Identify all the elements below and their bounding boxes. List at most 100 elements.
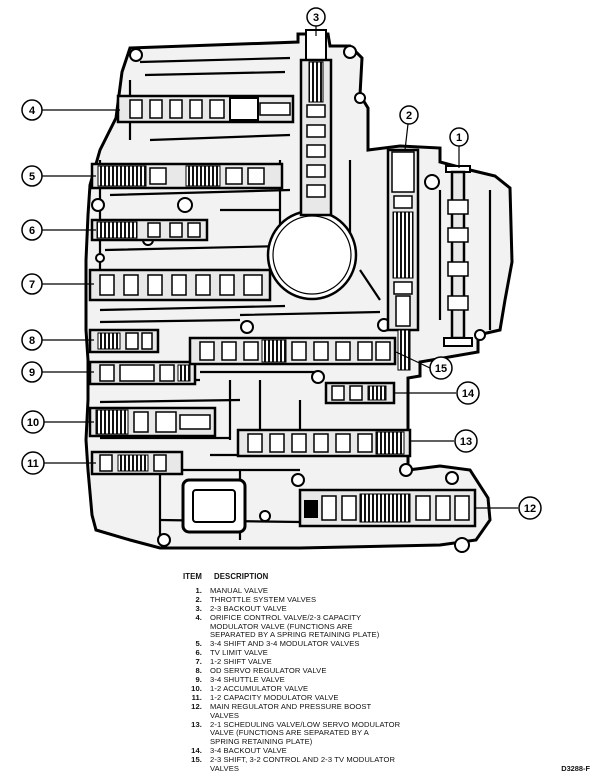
legend-item-number: [183, 623, 210, 632]
svg-text:8: 8: [29, 335, 35, 347]
accumulator-bore: [266, 209, 358, 301]
valve-2-throttle-system: [386, 148, 420, 371]
legend-item-text: THROTTLE SYSTEM VALVES: [210, 594, 317, 604]
callout-6: 6: [21, 219, 43, 241]
legend-item-text: 1-2 CAPACITY MODULATOR VALVE: [210, 692, 339, 702]
legend-row: 10. 1-2 ACCUMULATOR VALVE: [183, 683, 523, 694]
legend-item-text: VALVES: [210, 764, 240, 774]
valve-3-2-3-backout: [299, 29, 333, 217]
legend-item-number: 3.: [195, 603, 202, 613]
svg-text:4: 4: [29, 105, 36, 117]
valve-12-main-regulator: [298, 488, 477, 528]
svg-text:3: 3: [313, 12, 319, 24]
legend-item-number: 7.: [195, 657, 202, 667]
callout-15: 15: [429, 356, 453, 380]
svg-text:5: 5: [29, 171, 35, 183]
valve-10-1-2-accumulator: [88, 406, 217, 438]
legend-item-text: TV LIMIT VALVE: [210, 648, 268, 658]
svg-text:1: 1: [456, 132, 462, 144]
callout-11: 11: [21, 451, 45, 475]
svg-text:10: 10: [27, 417, 39, 429]
legend-row: 15.2-3 SHIFT, 3-2 CONTROL AND 2-3 TV MOD…: [183, 755, 523, 765]
legend-item-number: 6.: [195, 648, 202, 658]
legend-item-number: 4.: [195, 612, 202, 622]
leader-lines: [42, 26, 518, 509]
legend-item-number: 1.: [195, 585, 202, 595]
callout-14: 14: [456, 381, 480, 405]
legend-row: 5. 3-4 SHIFT AND 3-4 MODULATOR VALVES: [183, 639, 523, 649]
legend-row: MODULATOR VALVE (FUNCTIONS ARE: [183, 621, 523, 632]
legend-header-item: ITEM: [183, 572, 203, 581]
filter-port: [181, 478, 247, 534]
svg-text:11: 11: [27, 458, 39, 470]
callout-4: 4: [21, 99, 43, 121]
legend-row: VALVE (FUNCTIONS ARE SEPARATED BY A: [183, 729, 523, 738]
svg-text:7: 7: [29, 279, 35, 291]
callout-9: 9: [21, 361, 43, 383]
legend-row: 14. 3-4 BACKOUT VALVE: [183, 746, 523, 756]
legend-item-number: 12.: [191, 701, 202, 711]
legend-item-text: 2-1 SCHEDULING VALVE/LOW SERVO MODULATOR: [210, 719, 401, 729]
callout-12: 12: [518, 496, 542, 520]
legend-item-number: 14.: [191, 746, 202, 756]
svg-text:2: 2: [406, 110, 412, 122]
legend-row: 6. TV LIMIT VALVE: [183, 648, 523, 658]
valve-9-3-4-shuttle: [88, 360, 197, 386]
bolt-holes: [91, 45, 486, 553]
legend-item-number: [183, 729, 210, 738]
legend-row: 13. 2-1 SCHEDULING VALVE/LOW SERVO MODULA…: [183, 719, 523, 730]
svg-text:12: 12: [524, 503, 536, 515]
valve-1-manual: [443, 165, 473, 347]
legend-row: 9. 3-4 SHUTTLE VALVE: [183, 674, 523, 685]
callout-1: 1: [449, 127, 469, 147]
legend-row: VALVES: [183, 710, 523, 721]
callout-13: 13: [454, 429, 478, 453]
legend-item-text: MAIN REGULATOR AND PRESSURE BOOST: [210, 701, 372, 711]
legend-item-text: SPRING RETAINING PLATE): [210, 737, 313, 747]
legend-item-text: VALVES: [210, 710, 240, 720]
legend-item-text: MANUAL VALVE: [210, 585, 269, 595]
legend-item-text: 3-4 BACKOUT VALVE: [210, 746, 287, 756]
svg-text:9: 9: [29, 367, 35, 379]
legend-item-text: ORIFICE CONTROL VALVE/2-3 CAPACITY: [210, 612, 362, 622]
callout-8: 8: [21, 329, 43, 351]
callout-3: 3: [306, 7, 326, 27]
legend-item-text: 3-4 SHIFT AND 3-4 MODULATOR VALVES: [210, 639, 360, 649]
legend-item-text: 1-2 SHIFT VALVE: [210, 657, 272, 667]
legend-row: SPRING RETAINING PLATE): [183, 737, 523, 747]
legend-item-number: 5.: [195, 639, 202, 649]
legend-row: 1. MANUAL VALVE: [183, 585, 523, 596]
legend-row: 8. OD SERVO REGULATOR VALVE: [183, 666, 523, 676]
callout-5: 5: [21, 165, 43, 187]
legend-item-text: OD SERVO REGULATOR VALVE: [210, 666, 327, 676]
legend-item-number: 15.: [191, 755, 202, 765]
valve-13-2-1-scheduling: [236, 428, 412, 458]
legend-item-number: 9.: [195, 674, 202, 684]
legend-row: 12. MAIN REGULATOR AND PRESSURE BOOST: [183, 701, 523, 712]
legend-item-text: MODULATOR VALVE (FUNCTIONS ARE: [210, 621, 353, 631]
valve-6-tv-limit: [90, 218, 209, 242]
legend-item-number: 8.: [195, 666, 202, 676]
callout-10: 10: [21, 410, 45, 434]
legend-item-number: 13.: [191, 719, 202, 729]
legend-header: ITEM DESCRIPTION: [183, 572, 523, 582]
legend-row: 7. 1-2 SHIFT VALVE: [183, 657, 523, 667]
legend-header-description: DESCRIPTION: [214, 572, 269, 581]
svg-text:13: 13: [460, 436, 472, 448]
callout-7: 7: [21, 273, 43, 295]
valve-7-1-2-shift: [88, 268, 272, 302]
valve-8-od-servo-regulator: [88, 328, 160, 354]
legend-item-text: 1-2 ACCUMULATOR VALVE: [210, 683, 309, 693]
legend-item-text: 3-4 SHUTTLE VALVE: [210, 674, 285, 684]
svg-text:14: 14: [462, 388, 475, 400]
legend-row: SEPARATED BY A SPRING RETAINING PLATE): [183, 631, 523, 640]
legend-row: 3.2-3 BACKOUT VALVE: [183, 603, 523, 614]
legend-row: 11.1-2 CAPACITY MODULATOR VALVE: [183, 692, 523, 703]
legend-item-number: 2.: [195, 594, 202, 604]
legend-item-number: 10.: [191, 683, 202, 693]
legend-row: 2. THROTTLE SYSTEM VALVES: [183, 594, 523, 605]
svg-text:15: 15: [435, 363, 447, 375]
valve-14-3-4-backout: [324, 381, 396, 405]
figure-code: D3288-F: [561, 764, 590, 773]
